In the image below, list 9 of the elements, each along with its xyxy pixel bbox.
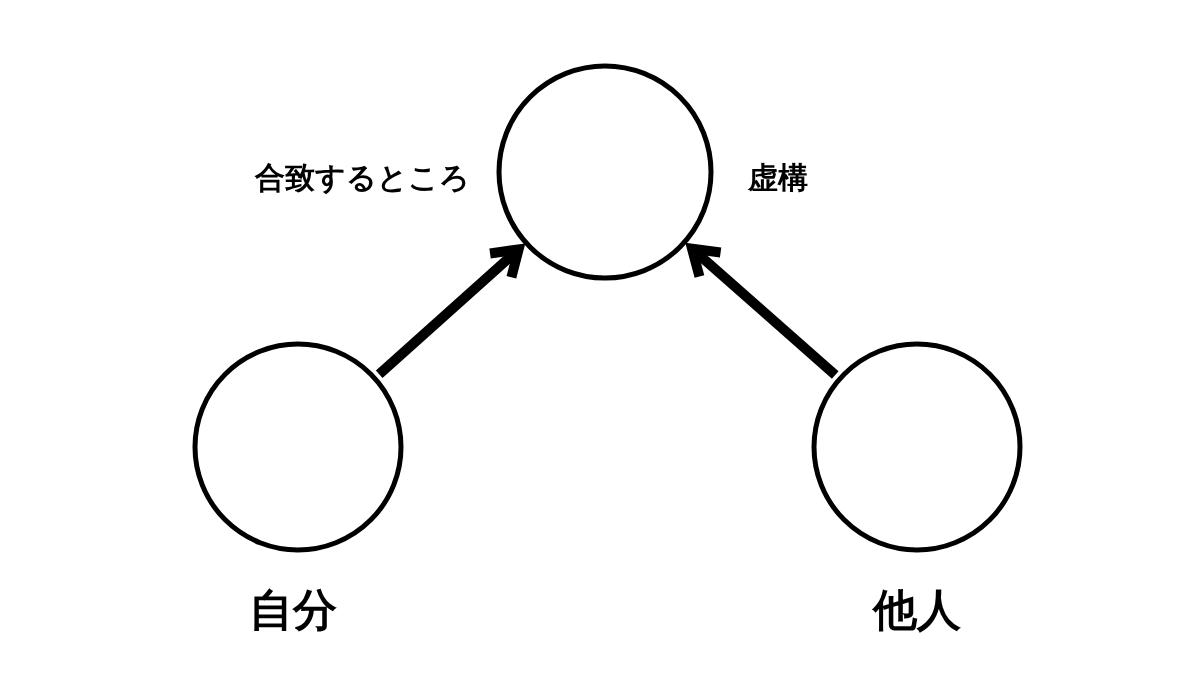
circle — [191, 340, 405, 554]
circle-label: 他人 — [873, 588, 961, 632]
arrow — [687, 243, 839, 379]
arrow — [375, 244, 524, 378]
circle-label: 虚構 — [748, 163, 808, 193]
circle-label: 自分 — [249, 588, 337, 632]
circle — [495, 62, 715, 282]
circle-label: 合致するところ — [255, 163, 470, 193]
circle — [810, 340, 1024, 554]
